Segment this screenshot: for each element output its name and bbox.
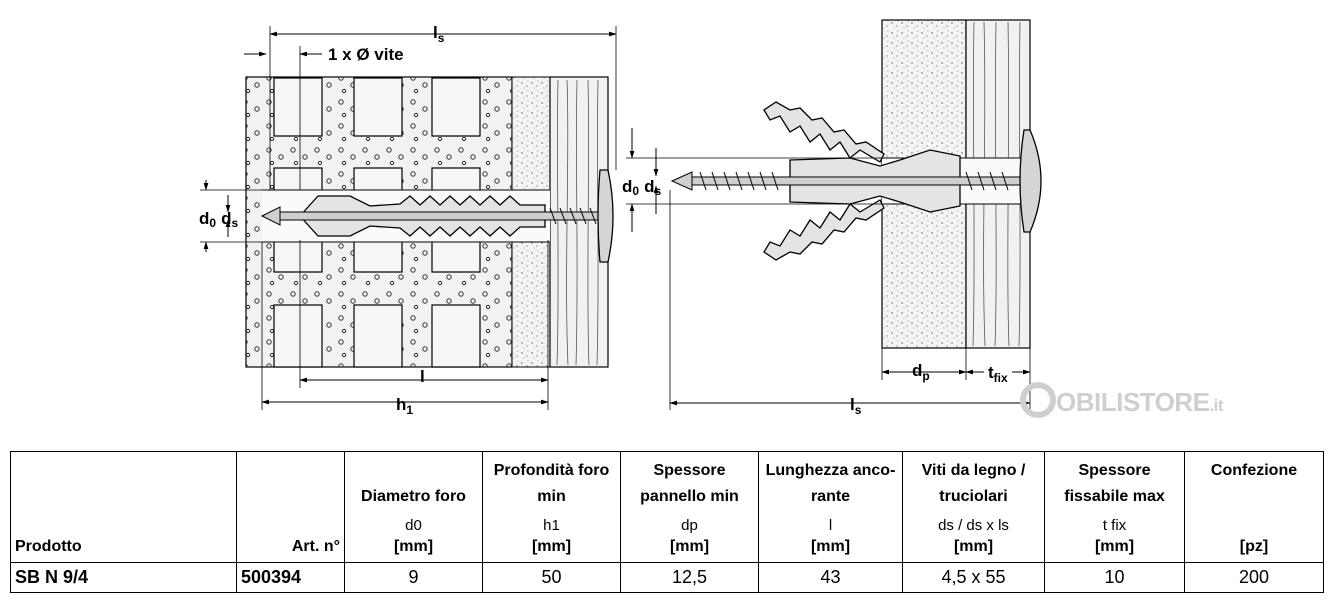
left-h1-label: h [396, 395, 406, 414]
left-ls-sub: s [438, 31, 445, 45]
right-d0-sub: 0 [632, 184, 639, 198]
cell-screw: 4,5 x 55 [902, 562, 1045, 593]
svg-text:h1: h1 [396, 395, 413, 417]
left-ds-sub: s [231, 216, 238, 230]
table-header-row: Prodotto Art. n° Diametro foro d0 [mm] P… [10, 451, 1324, 563]
cell-l: 43 [758, 562, 903, 593]
right-dp-label: d [912, 361, 922, 380]
left-h1-sub: 1 [406, 403, 413, 417]
right-d0-label: d [622, 177, 632, 196]
left-d0-sub: 0 [209, 216, 216, 230]
right-ls-label: l [850, 395, 855, 414]
right-ls-sub: s [855, 403, 862, 417]
right-tfix-sub: fix [994, 371, 1008, 385]
cell-prodotto: SB N 9/4 [10, 562, 237, 593]
header-lunghezza: Lunghezza anco-rante l [mm] [758, 451, 903, 563]
product-spec-table: Prodotto Art. n° Diametro foro d0 [mm] P… [10, 451, 1324, 593]
header-art: Art. n° [236, 451, 345, 563]
cell-art: 500394 [236, 562, 345, 593]
header-spessore-pannello: Spessore pannello min dp [mm] [620, 451, 759, 563]
header-confezione: Confezione [pz] [1184, 451, 1324, 563]
header-profondita: Profondità foro min h1 [mm] [482, 451, 621, 563]
cell-d0: 9 [344, 562, 483, 593]
watermark-logo: OBILISTORE.it [1020, 382, 1224, 418]
svg-text:OBILISTORE.it: OBILISTORE.it [1056, 387, 1224, 417]
svg-text:tfix: tfix [988, 363, 1008, 385]
screw-diameter-rule: 1 x Ø vite [328, 45, 404, 64]
header-spessore-fissabile: Spessore fissabile max t fix [mm] [1044, 451, 1185, 563]
watermark-text: OBILISTORE [1056, 387, 1210, 417]
svg-text:ls: ls [850, 395, 862, 417]
cell-tfix: 10 [1044, 562, 1185, 593]
cell-dp: 12,5 [620, 562, 759, 593]
left-ls-label: l [433, 23, 438, 42]
svg-text:ls: ls [433, 23, 445, 45]
header-prodotto: Prodotto [10, 451, 237, 563]
table-row: SB N 9/4 500394 9 50 12,5 43 4,5 x 55 10… [10, 562, 1324, 593]
right-tfix-label: t [988, 363, 994, 382]
cell-h1: 50 [482, 562, 621, 593]
cell-pack: 200 [1184, 562, 1324, 593]
svg-text:dp: dp [912, 361, 930, 383]
right-dp-sub: p [922, 369, 929, 383]
left-l-label: l [420, 367, 425, 386]
left-ds-label: d [221, 209, 231, 228]
watermark-suffix: .it [1209, 396, 1223, 415]
right-ds-sub: s [654, 184, 661, 198]
right-ds-label: d [644, 177, 654, 196]
header-viti: Viti da legno / truciolari ds / ds x ls … [902, 451, 1045, 563]
left-d0-label: d [199, 209, 209, 228]
header-diametro: Diametro foro d0 [mm] [344, 451, 483, 563]
